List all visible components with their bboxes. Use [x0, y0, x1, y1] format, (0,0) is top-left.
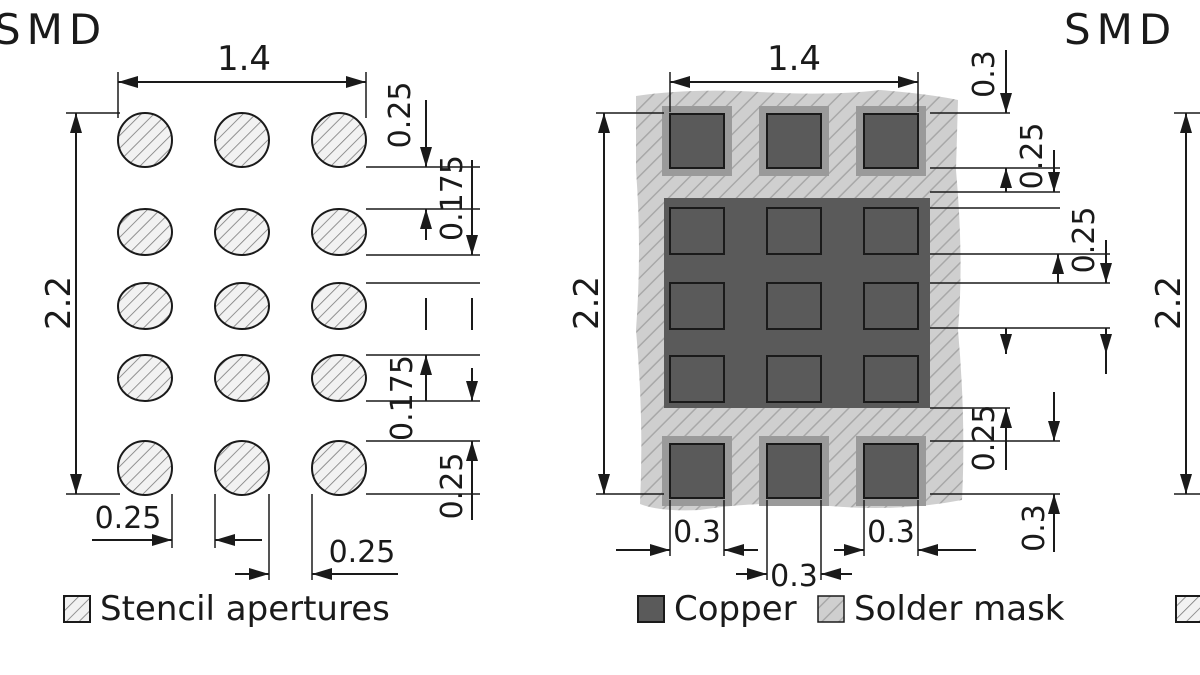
copper-pad [863, 113, 919, 169]
solder-mask-legend-label: Solder mask [854, 589, 1065, 629]
middle-legend: Copper Solder mask [637, 589, 1065, 629]
copper-pads-inner [669, 207, 919, 403]
copper-pad [669, 355, 725, 403]
copper-pad [766, 355, 822, 403]
left-panel: SMD 1.4 [0, 5, 480, 629]
copper-pad [766, 282, 822, 330]
dim-label: 0.3 [867, 515, 915, 550]
left-title: SMD [0, 5, 107, 54]
aperture [311, 112, 367, 168]
copper-legend-label: Copper [674, 589, 797, 629]
aperture [117, 440, 173, 496]
right-legend-swatch [1175, 595, 1200, 623]
left-height-dimension: 2.2 [39, 112, 120, 495]
dim-label: 0.25 [1015, 123, 1050, 190]
aperture [311, 282, 367, 330]
aperture [311, 440, 367, 496]
middle-height-label: 2.2 [567, 276, 607, 330]
dim-label: 0.3 [967, 50, 1002, 98]
aperture [214, 208, 270, 256]
solder-mask-legend-swatch [817, 595, 845, 623]
aperture [117, 354, 173, 402]
copper-legend-swatch [637, 595, 665, 623]
dim-label: 0.3 [770, 559, 818, 594]
left-vertical-dimensions: 0.25 0.175 0.175 0.25 [366, 82, 480, 520]
dim-label: 0.3 [1017, 504, 1052, 552]
dim-label: 0.175 [385, 355, 420, 441]
copper-pad [669, 207, 725, 255]
dim-label: 0.25 [95, 501, 162, 536]
aperture [117, 208, 173, 256]
left-height-label: 2.2 [39, 276, 79, 330]
aperture [311, 208, 367, 256]
right-height-label: 2.2 [1149, 276, 1189, 330]
aperture [214, 440, 270, 496]
dim-label: 0.25 [329, 535, 396, 570]
copper-pad [669, 443, 725, 499]
aperture [214, 354, 270, 402]
left-legend: Stencil apertures [63, 589, 390, 629]
copper-pad [669, 113, 725, 169]
dim-label: 0.25 [1067, 207, 1102, 274]
copper-pad [669, 282, 725, 330]
dim-label: 0.25 [435, 453, 470, 520]
copper-pad [863, 282, 919, 330]
copper-pad [766, 113, 822, 169]
stencil-legend-swatch [63, 595, 91, 623]
stencil-aperture-grid [117, 112, 367, 496]
aperture [214, 282, 270, 330]
copper-pad [766, 207, 822, 255]
middle-horizontal-dimensions: 0.3 0.3 0.3 [616, 500, 976, 594]
middle-width-dimension: 1.4 [669, 39, 919, 112]
middle-vertical-dimensions: 0.3 0.25 0.25 0.25 0.3 [930, 50, 1112, 552]
middle-width-label: 1.4 [767, 39, 821, 79]
aperture [117, 282, 173, 330]
copper-pad [766, 443, 822, 499]
stencil-legend-label: Stencil apertures [100, 589, 390, 629]
aperture [117, 112, 173, 168]
aperture [311, 354, 367, 402]
dim-label: 0.175 [435, 155, 470, 241]
aperture [214, 112, 270, 168]
copper-pad [863, 355, 919, 403]
copper-pads-top [662, 106, 926, 176]
right-title: SMD [1064, 5, 1177, 54]
dim-label: 0.25 [967, 405, 1002, 472]
dim-label: 0.25 [383, 82, 418, 149]
copper-pads-bottom [662, 436, 926, 506]
middle-panel: 1.4 2.2 0.3 [567, 39, 1112, 629]
copper-pad [863, 443, 919, 499]
left-width-dimension: 1.4 [117, 39, 367, 118]
dim-label: 0.3 [673, 515, 721, 550]
left-width-label: 1.4 [217, 39, 271, 79]
middle-height-dimension: 2.2 [567, 112, 664, 495]
right-panel: SMD 2.2 [1064, 5, 1200, 623]
left-horizontal-dimensions: 0.25 0.25 [92, 494, 398, 580]
copper-pad [863, 207, 919, 255]
